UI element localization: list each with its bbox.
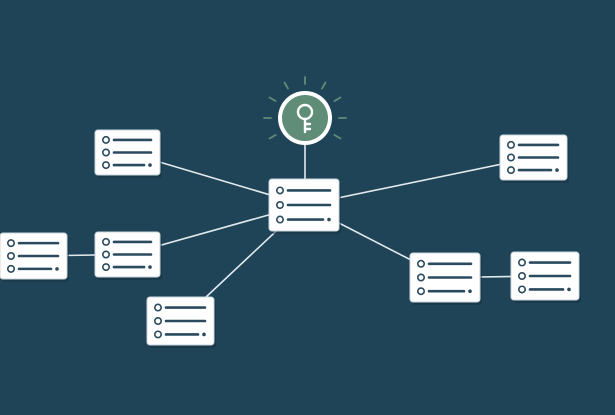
node-card-mid-right (409, 252, 482, 305)
list-card-icon (154, 303, 207, 339)
list-card-icon (7, 239, 60, 273)
card-dot (567, 287, 571, 292)
card-bullet (517, 271, 526, 280)
hub-ray (333, 134, 342, 140)
card-bullet (7, 239, 16, 248)
card-bullet (416, 273, 425, 282)
list-card-icon (506, 140, 560, 175)
node-card-far-right (510, 251, 581, 303)
card-dot (468, 289, 472, 294)
card-bullet (506, 153, 515, 162)
card-bullet (7, 264, 16, 273)
card-bullet (102, 263, 111, 272)
node-cards (0, 129, 581, 348)
card-dot (202, 332, 206, 337)
key-hub (263, 76, 347, 145)
node-card-center (268, 178, 341, 234)
hub-ray (321, 81, 327, 90)
hub-glow-rays (263, 76, 347, 140)
list-card-icon (275, 186, 332, 224)
list-card-icon (517, 258, 572, 294)
card-bullet (506, 166, 515, 175)
card-bullet (102, 135, 111, 144)
card-bullet (154, 303, 163, 312)
list-card-icon (102, 237, 153, 272)
card-bullet (102, 148, 111, 157)
card-dot (148, 163, 152, 167)
node-card-far-left (0, 232, 69, 282)
card-bullet (416, 287, 425, 296)
card-dot (555, 168, 559, 172)
node-card-top-left (94, 129, 162, 178)
hub-ray (283, 81, 289, 90)
card-dot (55, 267, 59, 271)
card-bullet (102, 237, 111, 246)
card-dot (327, 217, 331, 222)
hub-ray (268, 134, 277, 140)
key-icon (296, 103, 314, 134)
key-hub-circle (278, 91, 332, 145)
list-card-icon (416, 259, 473, 296)
node-card-top-right (499, 134, 569, 183)
hub-ray (268, 96, 277, 102)
node-card-mid-left (94, 231, 162, 280)
card-bullet (517, 258, 526, 267)
card-bullet (506, 140, 515, 149)
list-card-icon (102, 135, 153, 170)
card-dot (148, 265, 152, 269)
card-bullet (416, 259, 425, 268)
card-bullet (275, 186, 284, 195)
card-bullet (154, 316, 163, 325)
card-bullet (517, 285, 526, 294)
node-card-bottom-left (146, 296, 216, 348)
connector-line-center-top-right (303, 156, 534, 206)
hub-ray (333, 96, 342, 102)
card-bullet (275, 201, 284, 210)
card-bullet (102, 250, 111, 259)
card-bullet (154, 330, 163, 339)
card-bullet (275, 215, 284, 224)
card-bullet (102, 161, 111, 170)
card-bullet (7, 252, 16, 261)
